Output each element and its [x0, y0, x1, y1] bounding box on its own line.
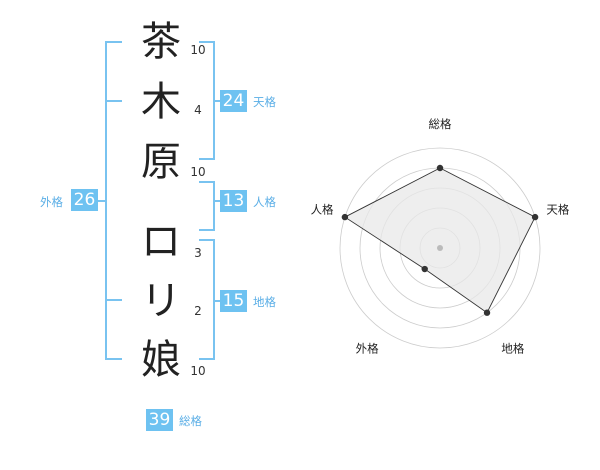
- stroke-count-1: 10: [190, 43, 206, 57]
- radar-area: [344, 167, 536, 314]
- name-char-3: 原: [141, 139, 181, 185]
- stroke-count-4: 3: [194, 246, 202, 260]
- name-char-1: 茶: [141, 19, 181, 65]
- bracket-tick: [105, 100, 122, 102]
- radar-point-5: [341, 213, 349, 221]
- soukaku-value: 39: [146, 409, 173, 431]
- name-char-5: リ: [141, 278, 181, 324]
- radar-point-4: [421, 265, 428, 273]
- gaikaku-value: 26: [71, 189, 98, 211]
- stroke-count-3: 10: [190, 165, 206, 179]
- name-char-6: 娘: [141, 337, 181, 383]
- bracket-tick: [105, 299, 122, 301]
- radar-center-dot: [437, 245, 443, 251]
- radar-axis-label-1: 総格: [429, 117, 452, 131]
- chikaku-value: 15: [220, 290, 247, 312]
- name-char-2: 木: [141, 79, 181, 125]
- radar-point-3: [483, 309, 491, 316]
- name-char-4: ロ: [141, 219, 181, 265]
- jinkaku-bracket: [199, 181, 215, 231]
- chikaku-label: 地格: [253, 295, 276, 309]
- radar-axis-label-4: 外格: [356, 341, 379, 355]
- gaikaku-label: 外格: [40, 195, 63, 209]
- jinkaku-label: 人格: [253, 195, 276, 209]
- stroke-count-6: 10: [190, 364, 206, 378]
- tenkaku-value: 24: [220, 90, 247, 112]
- radar-axis-label-5: 人格: [311, 203, 334, 217]
- gaikaku-bracket: [105, 41, 122, 360]
- chikaku-bracket: [199, 239, 215, 360]
- jinkaku-value: 13: [220, 190, 247, 212]
- radar-axis-label-3: 地格: [501, 341, 524, 355]
- bracket-connector: [215, 200, 223, 202]
- bracket-connector: [94, 200, 105, 202]
- radar-axis-label-2: 天格: [546, 203, 569, 217]
- radar-point-1: [436, 164, 444, 172]
- tenkaku-label: 天格: [253, 95, 276, 109]
- stroke-count-5: 2: [194, 304, 202, 318]
- bracket-connector: [215, 100, 223, 102]
- soukaku-label: 総格: [179, 414, 202, 428]
- stroke-count-2: 4: [194, 103, 202, 117]
- tenkaku-bracket: [199, 41, 215, 160]
- radar-point-2: [531, 213, 539, 221]
- bracket-connector: [215, 300, 223, 302]
